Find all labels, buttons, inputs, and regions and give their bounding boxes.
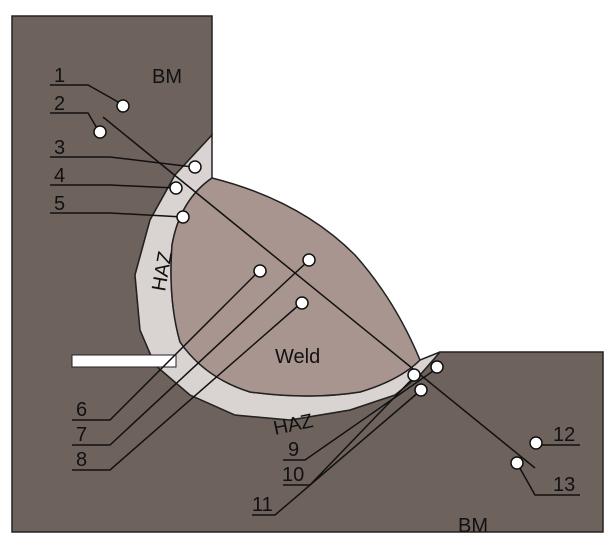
point-12	[529, 436, 543, 450]
point-label-3: 3	[54, 137, 65, 159]
point-3	[188, 160, 202, 174]
point-6	[253, 264, 267, 278]
point-label-2: 2	[54, 93, 65, 115]
point-label-5: 5	[54, 193, 65, 215]
measurement-line	[102, 116, 536, 469]
point-9	[430, 360, 444, 374]
point-1	[116, 99, 130, 113]
leader-13	[516, 462, 580, 496]
point-13	[510, 456, 524, 470]
point-label-11: 11	[252, 494, 273, 516]
point-8	[295, 296, 309, 310]
leader-3	[50, 156, 194, 168]
point-5	[176, 210, 190, 224]
point-label-13: 13	[553, 474, 575, 496]
point-labels: 1 2 3 4 5 6 7 8 9 10 11 12 13	[54, 65, 575, 516]
leader-2	[50, 112, 99, 131]
region-label-bm-top: BM	[152, 66, 182, 88]
measurement-points	[93, 99, 543, 470]
point-label-4: 4	[54, 165, 65, 187]
point-label-8: 8	[76, 449, 87, 471]
point-label-6: 6	[76, 399, 87, 421]
region-label-weld: Weld	[275, 346, 320, 368]
point-10	[407, 368, 421, 382]
point-7	[302, 253, 316, 267]
weld-region	[170, 177, 421, 397]
leader-11	[252, 390, 421, 516]
point-label-7: 7	[76, 424, 87, 446]
leader-4	[50, 184, 176, 189]
point-label-10: 10	[282, 464, 304, 486]
point-label-12: 12	[553, 424, 575, 446]
leader-7	[72, 261, 308, 446]
point-label-9: 9	[288, 439, 299, 461]
leader-5	[50, 212, 184, 218]
point-label-1: 1	[54, 65, 65, 87]
leader-8	[72, 303, 301, 471]
point-2	[93, 125, 107, 139]
region-label-bm-bottom: BM	[458, 515, 488, 534]
leader-6	[72, 271, 259, 421]
leader-lines	[50, 84, 580, 516]
root-gap	[71, 354, 177, 368]
leader-1	[50, 84, 121, 104]
point-4	[169, 181, 183, 195]
point-11	[414, 383, 428, 397]
